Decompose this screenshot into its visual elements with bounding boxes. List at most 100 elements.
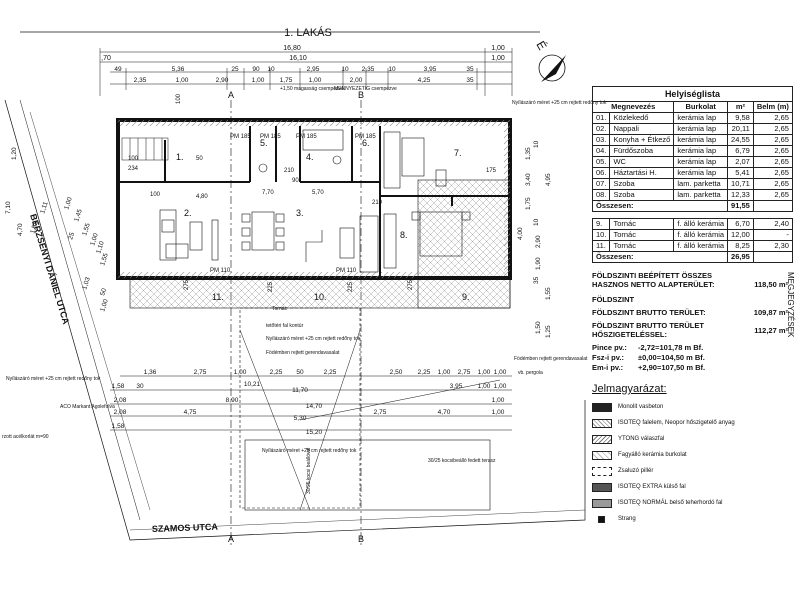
- right-dim: 4,95: [545, 173, 552, 186]
- inner-dim: 4,80: [196, 194, 208, 200]
- table-cell: Fürdőszoba: [609, 145, 675, 157]
- dim-top-3-7: 2,35: [362, 66, 375, 73]
- pm-label: PM 110: [336, 268, 357, 274]
- bottom-dim: 1,00: [234, 369, 247, 376]
- bottom-dim: 11,70: [292, 387, 308, 394]
- dim-top-4-3: 1,00: [252, 77, 265, 84]
- legend-item: ISOTEQ falelem, Neopor hőszigetelő anyag: [592, 415, 788, 431]
- site-boundary: [4, 99, 586, 541]
- bottom-dim: 2,25: [418, 369, 431, 376]
- table-cell: 11.: [591, 240, 611, 252]
- note: +1,50 magasság csempézve: [280, 86, 344, 92]
- street-bottom: SZAMOS UTCA: [152, 522, 219, 534]
- table-cell: 6,70: [727, 218, 754, 230]
- left-dim: 1,55: [99, 252, 110, 267]
- room-number: 2.: [184, 208, 192, 218]
- north-arrow: É: [533, 38, 566, 82]
- room-number: 4.: [306, 152, 314, 162]
- table-cell: 6,79: [727, 145, 754, 157]
- left-dim: 1,00: [63, 196, 74, 211]
- right-dim: 10: [533, 140, 540, 148]
- right-dim: 4,00: [517, 227, 524, 240]
- dim-top-3-3: 90: [252, 66, 260, 73]
- legend-swatch: [592, 402, 612, 412]
- table-cell: Szoba: [609, 178, 675, 190]
- table-cell: 2,65: [752, 156, 793, 168]
- table-cell: Közlekedő: [609, 112, 675, 124]
- right-dim: 2,90: [535, 235, 542, 248]
- floor-label: FÖLDSZINT: [592, 295, 635, 304]
- level-key: Em-i pv.:: [592, 363, 624, 372]
- carport-lines: [239, 329, 501, 511]
- inner-dim: 175: [486, 168, 497, 174]
- legend-item: ISOTEQ NORMÁL belső teherhordó fal: [592, 495, 788, 511]
- table-cell: 02.: [591, 123, 611, 135]
- legend-item: Strang: [592, 511, 788, 527]
- kitchen-counter: [305, 230, 323, 262]
- bottom-dim: 4,70: [438, 409, 451, 416]
- bottom-dim-row4: 2,08 4,75 5,30 2,75 4,70 1,00: [114, 409, 505, 422]
- table-cell: 2,65: [752, 167, 793, 179]
- dim-top-3-2: 25: [231, 66, 239, 73]
- right-dim: 35: [533, 276, 540, 284]
- table-cell: kerámia lap: [673, 112, 729, 124]
- table-cell: kerámia lap: [673, 156, 729, 168]
- bottom-dim: 2,75: [374, 409, 387, 416]
- interior-walls: [118, 126, 510, 278]
- table-cell: 2,65: [752, 123, 793, 135]
- dim-top-row4: 2,35 1,00 2,90 1,00 1,75 1,00 2,00 4,25 …: [134, 77, 474, 84]
- chair: [275, 213, 285, 223]
- pm-label: PM 110: [210, 268, 231, 274]
- legend-label: Strang: [618, 516, 636, 522]
- room-table: Helyiséglista Megnevezés Burkolat m² Bel…: [591, 86, 793, 263]
- note: 30/25 kocsibeálló fedett terasz: [428, 458, 496, 464]
- table-cell: 06.: [591, 167, 611, 179]
- dim-top-3-9: 3,95: [424, 66, 437, 73]
- legend-item: Fagyálló kerámia burkolat: [592, 447, 788, 463]
- room-number: 11.: [212, 292, 224, 302]
- table-cell: 01.: [591, 112, 611, 124]
- dim-top-3-8: 10: [388, 66, 396, 73]
- bottom-dim: 1,36: [144, 369, 157, 376]
- nightstand: [461, 211, 471, 221]
- wardrobe: [383, 131, 401, 189]
- table-cell: Konyha + Étkező: [609, 134, 675, 146]
- table-cell: lam. parketta: [673, 178, 729, 190]
- note: vb. pergola: [518, 370, 543, 376]
- top-dimensions: [99, 48, 513, 96]
- inner-dim: 100: [128, 156, 139, 162]
- table-cell: 8,25: [727, 240, 754, 252]
- bottom-dim-row5: 1,58 15,20: [112, 423, 323, 436]
- left-dim: 50: [99, 287, 108, 296]
- dim-top-3-6: 10: [341, 66, 349, 73]
- note: Tornác: [272, 306, 288, 312]
- bottom-dim: 30: [136, 383, 144, 390]
- table-cell: 24,55: [727, 134, 754, 146]
- brutto-insulated: FÖLDSZINT BRUTTO TERÜLET HŐSZIGETELÉSSEL…: [592, 321, 788, 339]
- dim-top-4-6: 2,00: [350, 77, 363, 84]
- sum-label: Összesen:: [591, 251, 729, 263]
- note: MENNYEZETIG csempézve: [334, 86, 397, 92]
- bottom-dim: 1,00: [478, 383, 491, 390]
- sofa-b: [165, 243, 189, 259]
- pm-label: PM 185: [296, 134, 317, 140]
- section-lines: [230, 100, 362, 545]
- legend-label: ISOTEQ NORMÁL belső teherhordó fal: [618, 500, 723, 506]
- bottom-dim: 1,00: [494, 369, 507, 376]
- kitchen-block: [359, 215, 379, 273]
- inner-dim: 7,70: [262, 190, 274, 196]
- table-cell: 2,65: [752, 112, 793, 124]
- chair: [241, 213, 251, 223]
- room-list-panel: Helyiséglista Megnevezés Burkolat m² Bel…: [591, 86, 793, 527]
- table-cell: Szoba: [609, 189, 675, 201]
- note: 30/25 kocsi beállóval: [306, 448, 312, 494]
